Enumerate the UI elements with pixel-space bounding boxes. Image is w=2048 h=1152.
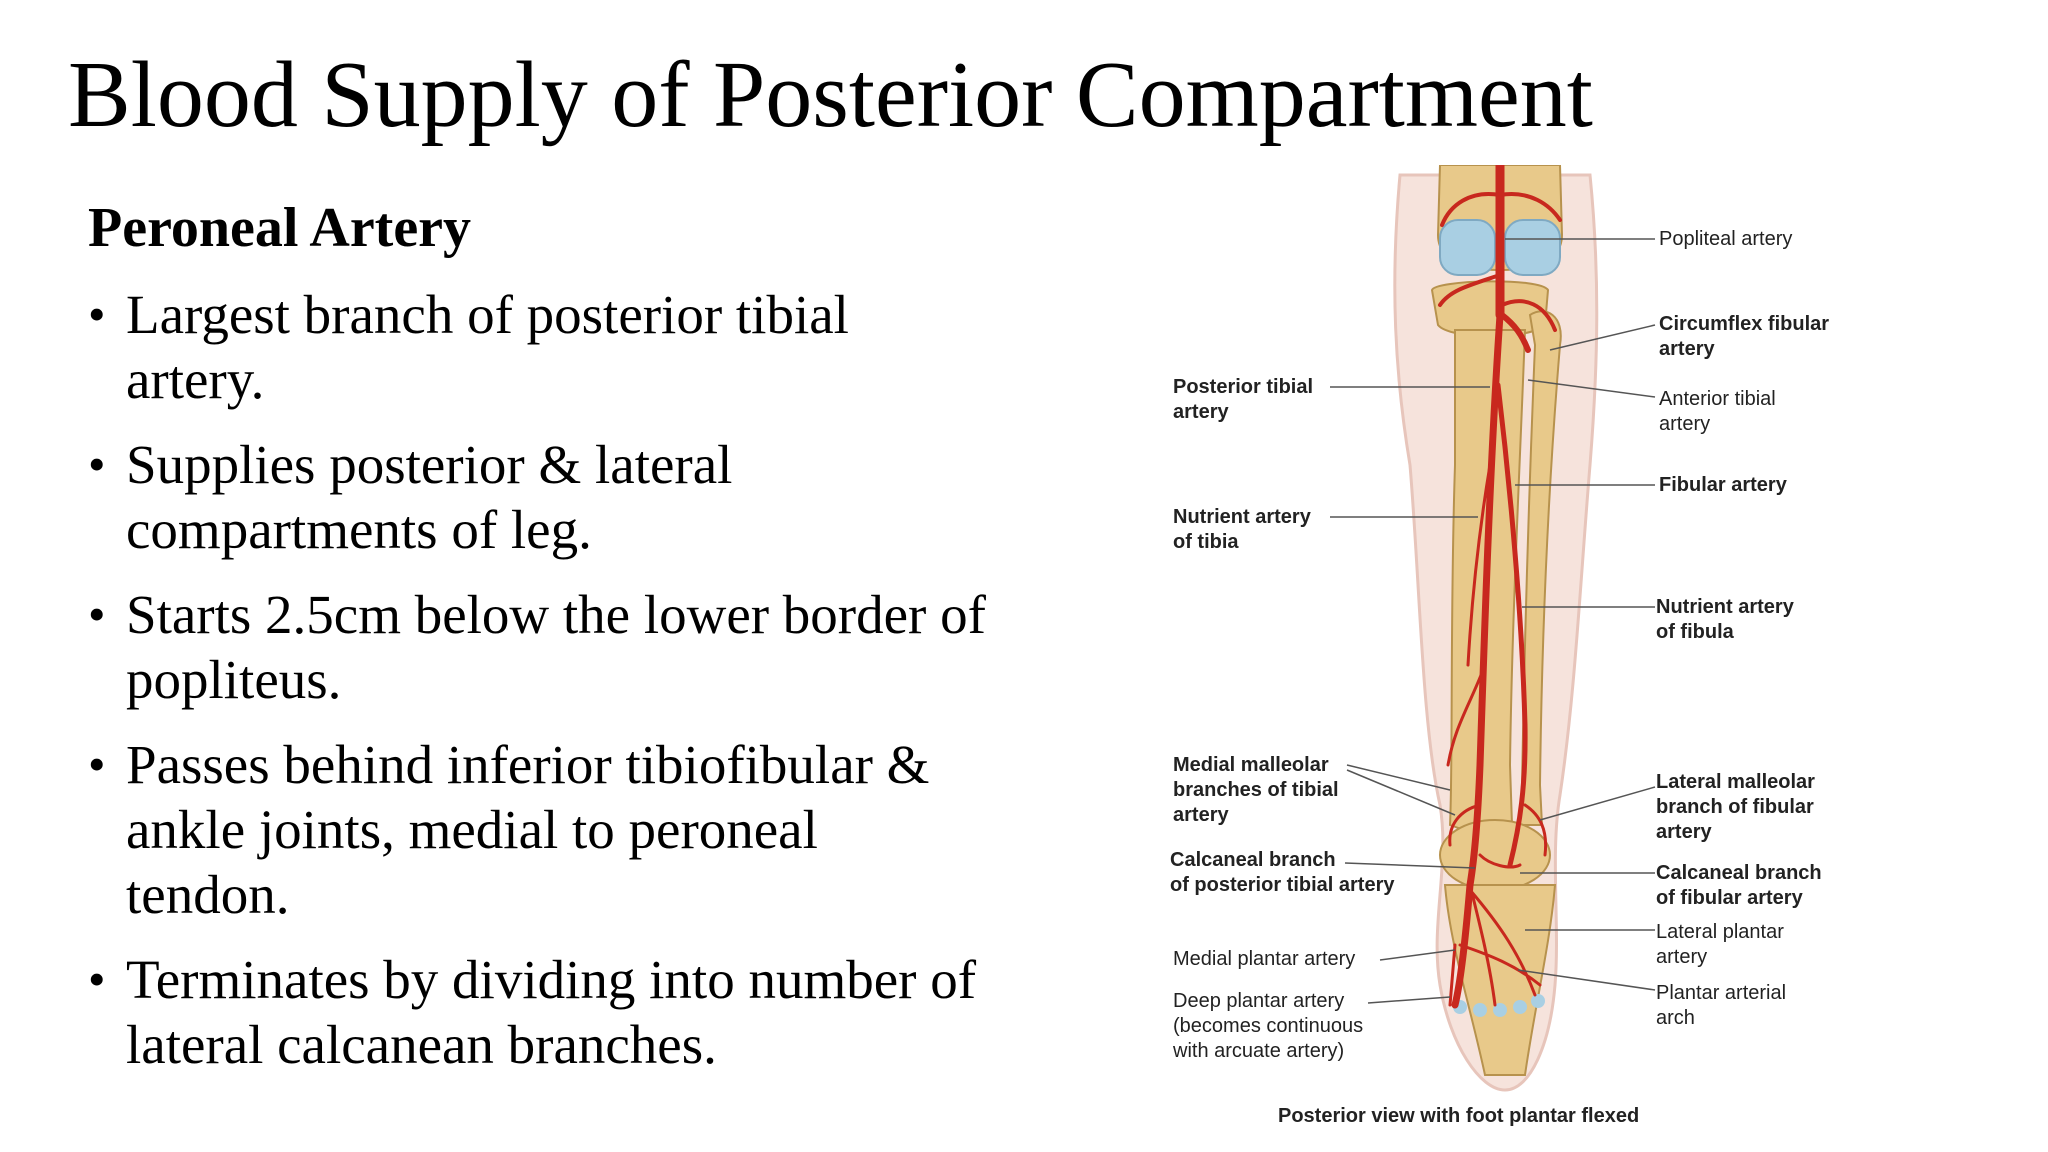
bullet-item: • Starts 2.5cm below the lower border of … (88, 582, 988, 712)
bullet-item: • Supplies posterior & lateral compartmen… (88, 432, 988, 562)
label-plantar-arterial-arch: Plantar arterial arch (1656, 982, 1787, 1029)
plantar-branches (1448, 883, 1542, 1007)
slide-title: Blood Supply of Posterior Compartment (68, 43, 1593, 147)
label-nutrient-artery-tibia: Nutrient artery of tibia (1173, 506, 1311, 553)
bullet-text: Largest branch of posterior tibial arter… (126, 284, 849, 410)
posterior-tibial-artery (1451, 311, 1504, 1009)
bullet-item: • Terminates by dividing into number of l… (88, 947, 988, 1077)
bullet-item: • Passes behind inferior tibiofibular & a… (88, 732, 988, 927)
bullet-dot: • (88, 951, 106, 1007)
leader-lines (1330, 238, 1656, 1004)
bullet-text: Supplies posterior & lateral compartment… (126, 434, 733, 560)
bullet-text: Passes behind inferior tibiofibular & an… (126, 734, 930, 925)
tibia-head (1430, 280, 1550, 338)
bullet-dot: • (88, 736, 106, 792)
leg-drawing (1330, 165, 1656, 1092)
label-popliteal-artery: Popliteal artery (1659, 228, 1793, 250)
bullet-dot: • (88, 436, 106, 492)
toe-joint (1473, 1003, 1487, 1017)
arteries (1438, 165, 1562, 1009)
bullet-text: Starts 2.5cm below the lower border of p… (126, 584, 986, 710)
ankle-branches (1448, 803, 1548, 869)
figure-caption: Posterior view with foot plantar flexed (1278, 1105, 1640, 1127)
label-circumflex-fibular-artery: Circumflex fibular artery (1659, 313, 1830, 360)
label-posterior-tibial-artery: Posterior tibial artery (1173, 376, 1314, 423)
genicular-branches (1438, 192, 1562, 307)
label-fibular-artery: Fibular artery (1659, 474, 1787, 496)
toe-joint (1513, 1000, 1527, 1014)
talus (1439, 819, 1551, 891)
label-anterior-tibial-artery: Anterior tibial artery (1659, 388, 1776, 435)
fibula (1518, 310, 1562, 826)
condyle-medial (1439, 219, 1496, 276)
anterior-tibial-artery (1499, 312, 1531, 353)
label-medial-plantar-artery: Medial plantar artery (1173, 948, 1356, 970)
condyle-lateral (1504, 219, 1561, 276)
circumflex-fibular-artery (1500, 299, 1557, 332)
fibular-artery (1495, 382, 1528, 868)
label-medial-malleolar-branches: Medial malleolar branches of tibial arte… (1173, 754, 1339, 826)
bullet-dot: • (88, 286, 106, 342)
label-calcaneal-branch-posterior-tibial: Calcaneal branch of posterior tibial art… (1170, 849, 1395, 896)
label-calcaneal-branch-fibular: Calcaneal branch of fibular artery (1656, 862, 1822, 909)
label-lateral-plantar-artery: Lateral plantar artery (1656, 921, 1784, 968)
toe-joint (1493, 1003, 1507, 1017)
leg-artery-illustration: Popliteal artery Circumflex fibular arte… (1150, 165, 1910, 1145)
label-nutrient-artery-fibula: Nutrient artery of fibula (1656, 596, 1794, 643)
toe-joint (1531, 994, 1545, 1008)
bullet-dot: • (88, 586, 106, 642)
label-lateral-malleolar-branch: Lateral malleolar branch of fibular arte… (1656, 771, 1815, 843)
bullet-list: • Largest branch of posterior tibial arte… (88, 282, 988, 1097)
bullet-item: • Largest branch of posterior tibial arte… (88, 282, 988, 412)
tibial-branches (1446, 463, 1492, 767)
bullet-text: Terminates by dividing into number of la… (126, 949, 977, 1075)
section-heading: Peroneal Artery (88, 197, 472, 259)
label-deep-plantar-artery: Deep plantar artery (becomes continuous … (1173, 990, 1364, 1062)
